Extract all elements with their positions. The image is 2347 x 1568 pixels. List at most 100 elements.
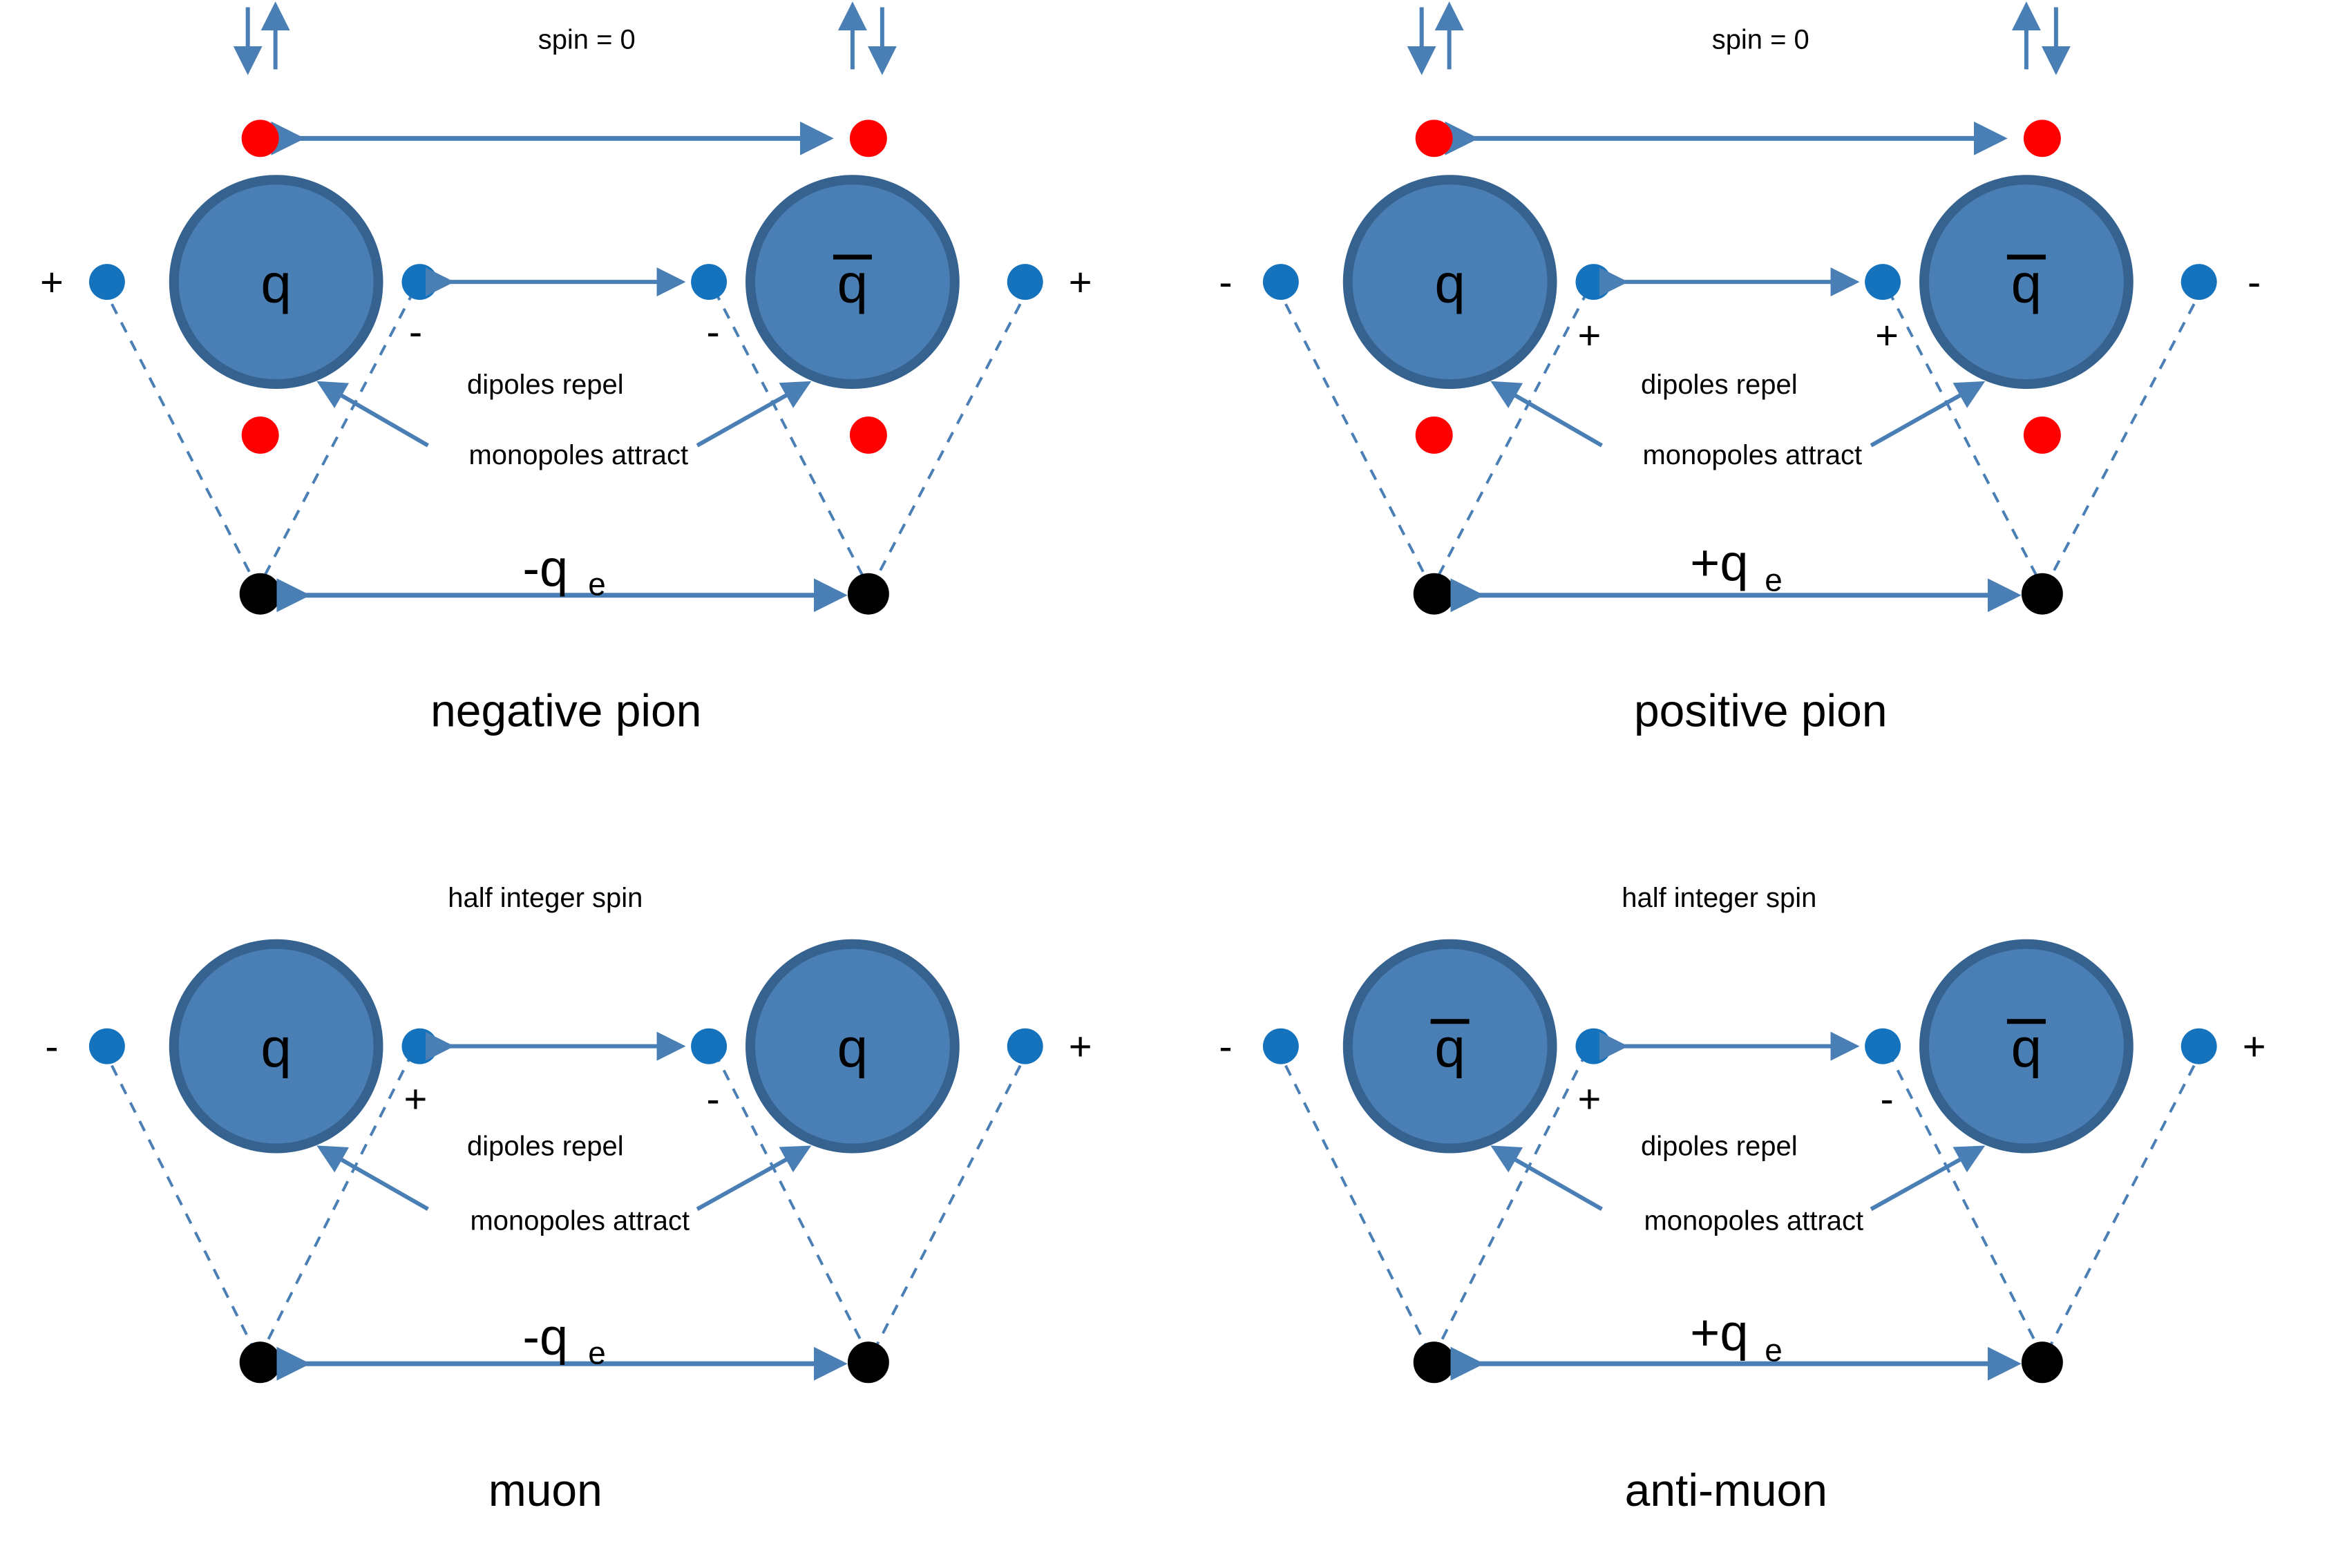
red-monopole-top-left (241, 119, 279, 157)
charge-label-subscript: e (588, 566, 606, 602)
inner-left-sign: + (1577, 314, 1601, 358)
dipoles-repel-label: dipoles repel (467, 370, 624, 400)
dashed-line-outer-left (111, 1064, 260, 1360)
monopoles-attract-label: monopoles attract (1642, 440, 1862, 470)
panel-caption: anti-muon (1624, 1464, 1827, 1516)
dashed-line-outer-right (2042, 1064, 2195, 1360)
black-charge-dot-right (847, 573, 889, 615)
black-charge-dot-left (239, 573, 281, 615)
red-monopole-bottom-right (849, 416, 887, 454)
charge-label-group: +q e (1690, 534, 1783, 598)
quark-label-left: q (1434, 253, 1465, 314)
monopoles-attract-arrow-left (316, 1145, 429, 1212)
inner-right-sign: - (706, 1078, 719, 1122)
red-monopole-bottom-left (1415, 416, 1453, 454)
blue-monopole-inner-left (401, 264, 438, 300)
spin-label: spin = 0 (538, 24, 636, 55)
outer-left-sign: - (45, 1025, 58, 1069)
quark-label-left: q (1434, 1017, 1465, 1079)
blue-monopole-inner-right (691, 264, 728, 300)
dashed-line-outer-right (868, 303, 1022, 591)
quark-circle-left (1342, 939, 1557, 1154)
dashed-line-outer-left (1284, 1064, 1434, 1360)
charge-label-group: -q e (522, 1308, 605, 1370)
quark-label-left: q (260, 253, 291, 314)
blue-monopole-outer-right (2180, 264, 2217, 300)
blue-monopole-outer-left (88, 264, 125, 300)
dashed-line-outer-right (2042, 303, 2195, 591)
monopoles-attract-arrow-left (316, 381, 429, 448)
dashed-line-inner-right (713, 289, 866, 581)
spin-label: half integer spin (448, 883, 643, 913)
inner-right-sign: - (1880, 1078, 1893, 1122)
charge-label-subscript: e (1765, 562, 1783, 598)
quark-circle-right (1919, 939, 2134, 1154)
quark-circle-right (745, 939, 960, 1154)
monopoles-attract-label: monopoles attract (470, 1205, 690, 1236)
panel-muon: half integer spin q q - + + - dipoles re… (0, 784, 1174, 1568)
monopoles-attract-label: monopoles attract (468, 440, 688, 470)
outer-right-sign: + (1069, 1025, 1092, 1069)
panel-negative-pion-canvas: spin = 0 q q (0, 0, 1174, 784)
black-charge-dot-right (2021, 1341, 2063, 1384)
charge-label-group: -q e (522, 539, 605, 602)
blue-monopole-outer-right (1007, 1028, 1043, 1064)
red-monopole-bottom-right (2023, 416, 2061, 454)
charge-label: -q (522, 539, 568, 597)
charge-label: -q (522, 1308, 568, 1365)
blue-monopole-inner-left (1575, 1028, 1611, 1064)
inner-right-sign: - (706, 310, 719, 354)
blue-monopole-inner-right (1864, 1028, 1901, 1064)
spin-label: spin = 0 (1711, 24, 1809, 55)
blue-monopole-inner-right (691, 1028, 728, 1064)
outer-left-sign: - (1219, 1025, 1232, 1069)
blue-monopole-outer-right (1007, 264, 1043, 300)
panel-caption: negative pion (430, 685, 701, 736)
red-monopole-top-left (1415, 119, 1453, 157)
inner-left-sign: + (404, 1078, 428, 1122)
antiquark-label-right-group: q (2006, 1017, 2046, 1079)
panel-positive-pion: spin = 0 q q - - + (1174, 0, 2347, 784)
inner-left-sign: + (1577, 1078, 1601, 1122)
black-charge-dot-right (2021, 573, 2063, 615)
panel-caption: muon (488, 1464, 602, 1516)
quark-circle-left (169, 175, 383, 390)
dashed-line-inner-right (713, 1051, 866, 1350)
dipoles-repel-label: dipoles repel (1641, 370, 1798, 400)
dashed-line-inner-left (1436, 1051, 1588, 1350)
quark-circle-right (745, 175, 960, 390)
blue-monopole-outer-right (2180, 1028, 2217, 1064)
blue-monopole-inner-right (1864, 264, 1901, 300)
red-monopole-bottom-left (241, 416, 279, 454)
monopoles-attract-arrow-right (1870, 1145, 1985, 1212)
monopoles-attract-arrow-right (696, 381, 812, 448)
quark-circle-right (1919, 175, 2134, 390)
outer-right-sign: + (2242, 1025, 2265, 1069)
blue-monopole-outer-left (1262, 264, 1299, 300)
monopoles-attract-arrow-left (1490, 381, 1603, 448)
dipoles-repel-label: dipoles repel (1641, 1131, 1798, 1162)
black-charge-dot-left (1413, 1341, 1455, 1384)
quark-label-right: q (837, 253, 868, 314)
dashed-line-inner-right (1886, 1051, 2040, 1350)
monopoles-attract-arrow-right (1870, 381, 1985, 448)
antiquark-label-right-group: q (2006, 253, 2046, 314)
monopoles-attract-arrow-right (696, 1145, 812, 1212)
charge-label-subscript: e (1765, 1332, 1783, 1368)
dashed-line-inner-left (262, 1051, 415, 1350)
panel-positive-pion-canvas: spin = 0 q q - - + (1174, 0, 2347, 784)
inner-right-sign: + (1875, 314, 1899, 358)
monopoles-attract-arrow-left (1490, 1145, 1603, 1212)
charge-label: +q (1690, 534, 1748, 591)
charge-label: +q (1690, 1303, 1748, 1361)
dipoles-repel-label: dipoles repel (467, 1131, 624, 1162)
dashed-line-inner-left (260, 289, 416, 581)
dashed-line-inner-right (1886, 289, 2040, 581)
panel-caption: positive pion (1633, 685, 1887, 736)
blue-monopole-outer-left (88, 1028, 125, 1064)
spin-label: half integer spin (1622, 883, 1816, 913)
black-charge-dot-left (239, 1341, 281, 1384)
antiquark-label-right-group: q (833, 253, 872, 314)
red-monopole-top-right (2023, 119, 2061, 157)
